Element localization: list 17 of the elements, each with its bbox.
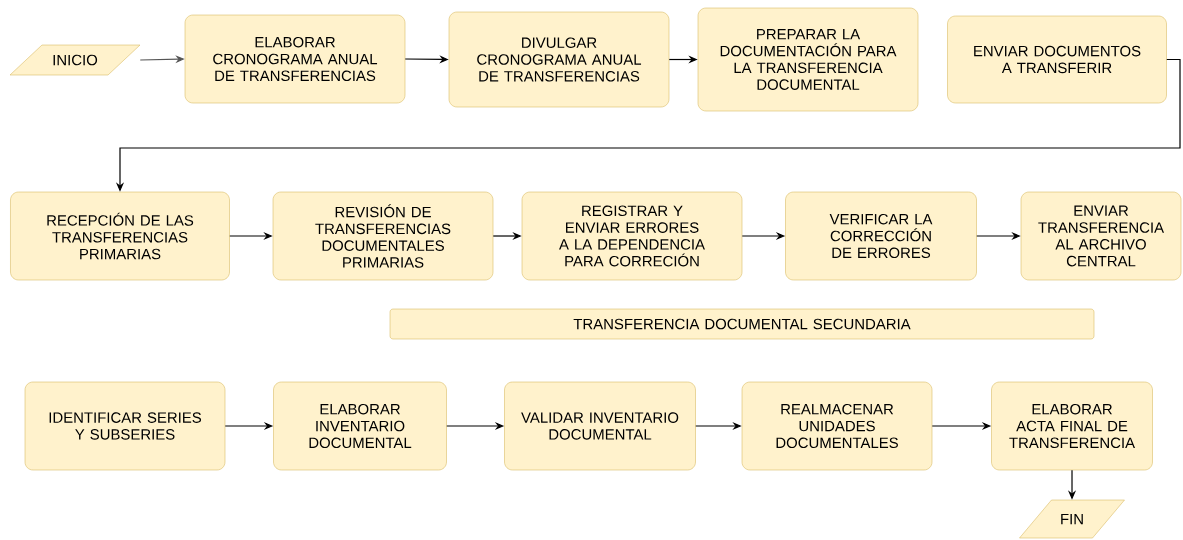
section-band: TRANSFERENCIA DOCUMENTAL SECUNDARIA [389, 308, 1095, 340]
process-box: PREPARAR LA DOCUMENTACIÓN PARA LA TRANSFERENCIA DOCUMENTAL [697, 7, 919, 112]
process-box: VALIDAR INVENTARIO DOCUMENTAL [504, 381, 696, 471]
process-box: ELABORAR ACTA FINAL DE TRANSFERENCIA [991, 381, 1153, 471]
terminal-parallelogram: FIN [1019, 499, 1125, 539]
process-box: DIVULGAR CRONOGRAMA ANUAL DE TRANSFERENCIAS [448, 11, 670, 108]
process-box: REGISTRAR Y ENVIAR ERRORES A LA DEPENDENCIA PARA CORRECIÓN [521, 191, 743, 281]
process-box: ELABORAR CRONOGRAMA ANUAL DE TRANSFERENCIAS [184, 14, 406, 104]
process-box: ENVIAR TRANSFERENCIA AL ARCHIVO CENTRAL [1020, 191, 1182, 281]
terminal-parallelogram: INICIO [9, 44, 141, 76]
process-box: ENVIAR DOCUMENTOS A TRANSFERIR [947, 15, 1167, 104]
process-box: RECEPCIÓN DE LAS TRANSFERENCIAS PRIMARIAS [10, 191, 230, 281]
process-box: IDENTIFICAR SERIES Y SUBSERIES [24, 381, 226, 471]
process-box: REVISIÓN DE TRANSFERENCIAS DOCUMENTALES PRIMARIAS [272, 191, 494, 281]
process-box: ELABORAR INVENTARIO DOCUMENTAL [273, 381, 447, 471]
process-box: VERIFICAR LA CORRECCIÓN DE ERRORES [785, 191, 977, 281]
process-box: REALMACENAR UNIDADES DOCUMENTALES [741, 381, 933, 471]
